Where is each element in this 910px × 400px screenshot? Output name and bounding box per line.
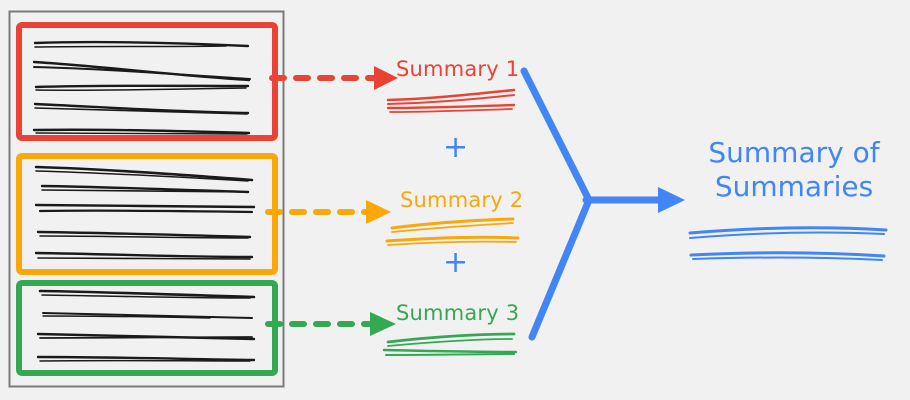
chunk-1-box[interactable]: [16, 22, 278, 141]
chunk-1-group[interactable]: [16, 22, 278, 141]
summary-3-label: Summary 3: [396, 301, 520, 325]
chunk-3-box[interactable]: [16, 280, 278, 376]
summary-1-scribble: [386, 88, 516, 113]
final-summary-line-2: Summaries: [714, 170, 874, 203]
source-document-frame: [8, 10, 285, 388]
merge-branch-bottom: [528, 196, 593, 341]
arrowhead-orange: [366, 200, 391, 224]
summary-1-label: Summary 1: [396, 57, 520, 81]
summary-3-scribble: [382, 332, 518, 356]
arrowhead-red: [374, 66, 398, 90]
chunk-1-scribble-lines: [32, 40, 251, 135]
summary-2-label: Summary 2: [400, 188, 524, 212]
merge-branch-top: [520, 67, 593, 204]
final-summary-scribble: [688, 226, 888, 261]
arrowhead-green: [370, 312, 396, 336]
final-summary-line-1: Summary of: [708, 136, 880, 169]
merge-connector: [520, 67, 685, 341]
plus-operator-2: +: [443, 245, 469, 280]
chunk-3-group[interactable]: [16, 280, 278, 376]
final-summary-label: Summary of Summaries: [698, 136, 890, 204]
arrow-chunk2-to-summary2: [265, 200, 391, 224]
arrow-chunk1-to-summary1: [269, 66, 398, 90]
plus-operator-1: +: [443, 130, 469, 165]
chunk-3-scribble-lines: [36, 289, 256, 362]
summary-2-scribble: [385, 217, 520, 246]
chunk-2-scribble-lines: [34, 165, 256, 260]
arrow-chunk3-to-summary3: [265, 312, 396, 336]
arrowhead-blue: [658, 187, 685, 213]
